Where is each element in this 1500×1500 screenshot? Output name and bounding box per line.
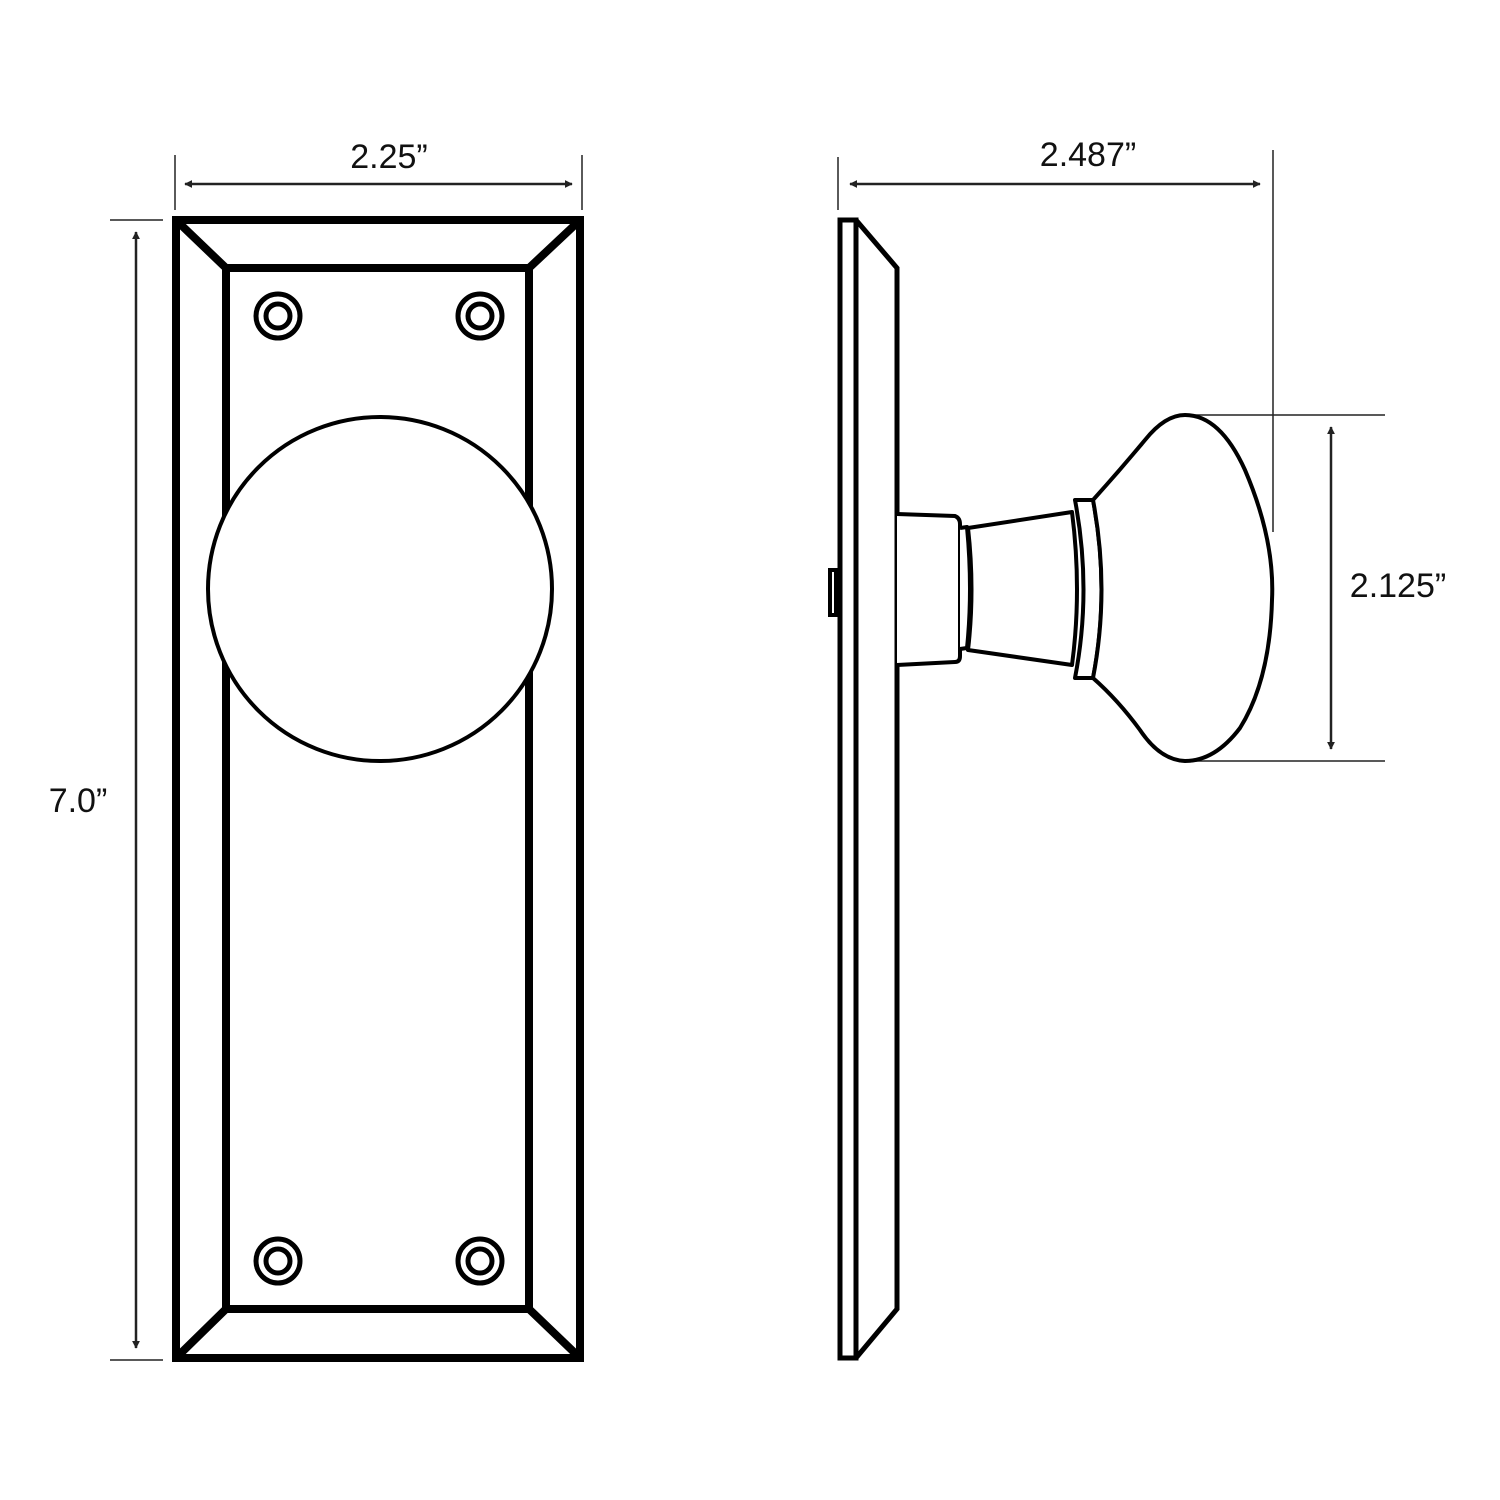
- knob-side: [896, 413, 1275, 763]
- backplate-profile: [828, 217, 900, 1361]
- width-label: 2.25”: [350, 138, 428, 176]
- screw-hole-icon: [253, 1236, 303, 1286]
- front-view: 2.25” 7.0”: [49, 138, 584, 1362]
- side-view: 2.487” 2.125”: [828, 136, 1446, 1361]
- knob-front: [206, 415, 554, 763]
- screw-hole-icon: [455, 1236, 505, 1286]
- width-dimension: 2.25”: [174, 138, 583, 210]
- depth-dimension: 2.487”: [837, 136, 1274, 532]
- screw-hole-icon: [455, 291, 505, 341]
- screw-holes: [253, 291, 505, 1286]
- height-label: 7.0”: [49, 782, 108, 820]
- depth-label: 2.487”: [1040, 136, 1136, 174]
- knob-diameter-dimension: 2.125”: [1185, 414, 1446, 762]
- height-dimension: 7.0”: [49, 219, 163, 1361]
- screw-hole-icon: [253, 291, 303, 341]
- backplate: [172, 216, 584, 1362]
- knob-diameter-label: 2.125”: [1350, 567, 1446, 605]
